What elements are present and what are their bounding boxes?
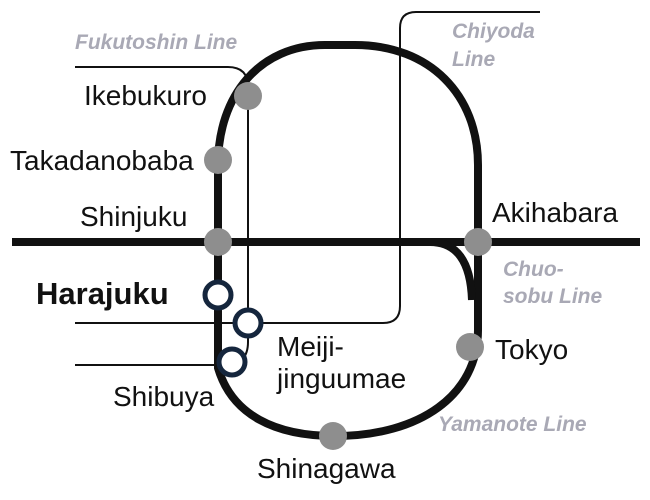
line-label-chiyoda-2: Line — [452, 48, 495, 71]
line-label-chuo-1: Chuo- — [503, 258, 564, 281]
station-ring-harajuku — [202, 279, 234, 311]
chuo-branch-line — [400, 238, 476, 301]
line-label-chiyoda-1: Chiyoda — [452, 20, 535, 43]
station-dot-takadanobaba — [204, 146, 232, 174]
station-label-shinjuku: Shinjuku — [80, 201, 187, 232]
station-label-harajuku: Harajuku — [36, 276, 169, 311]
station-dot-tokyo — [456, 333, 484, 361]
station-label-meiji-2: jinguumae — [276, 363, 406, 394]
station-label-akihabara: Akihabara — [492, 197, 619, 228]
station-label-meiji-1: Meiji- — [277, 331, 344, 362]
station-label-shibuya: Shibuya — [113, 381, 215, 412]
line-label-chuo-2: sobu Line — [503, 285, 602, 308]
station-label-tokyo: Tokyo — [495, 334, 568, 365]
station-dot-shinjuku — [204, 228, 232, 256]
station-ring-meijijinguumae — [232, 307, 264, 339]
chiyoda-line — [75, 11, 540, 324]
line-label-yamanote: Yamanote Line — [438, 413, 587, 436]
station-dot-shinagawa — [319, 422, 347, 450]
station-dot-ikebukuro — [234, 82, 262, 110]
station-label-ikebukuro: Ikebukuro — [84, 80, 207, 111]
station-label-shinagawa: Shinagawa — [257, 453, 396, 484]
station-ring-shibuya — [216, 346, 248, 378]
station-label-takadanobaba: Takadanobaba — [10, 145, 194, 176]
station-dot-akihabara — [464, 228, 492, 256]
line-label-fukutoshin: Fukutoshin Line — [75, 31, 237, 54]
